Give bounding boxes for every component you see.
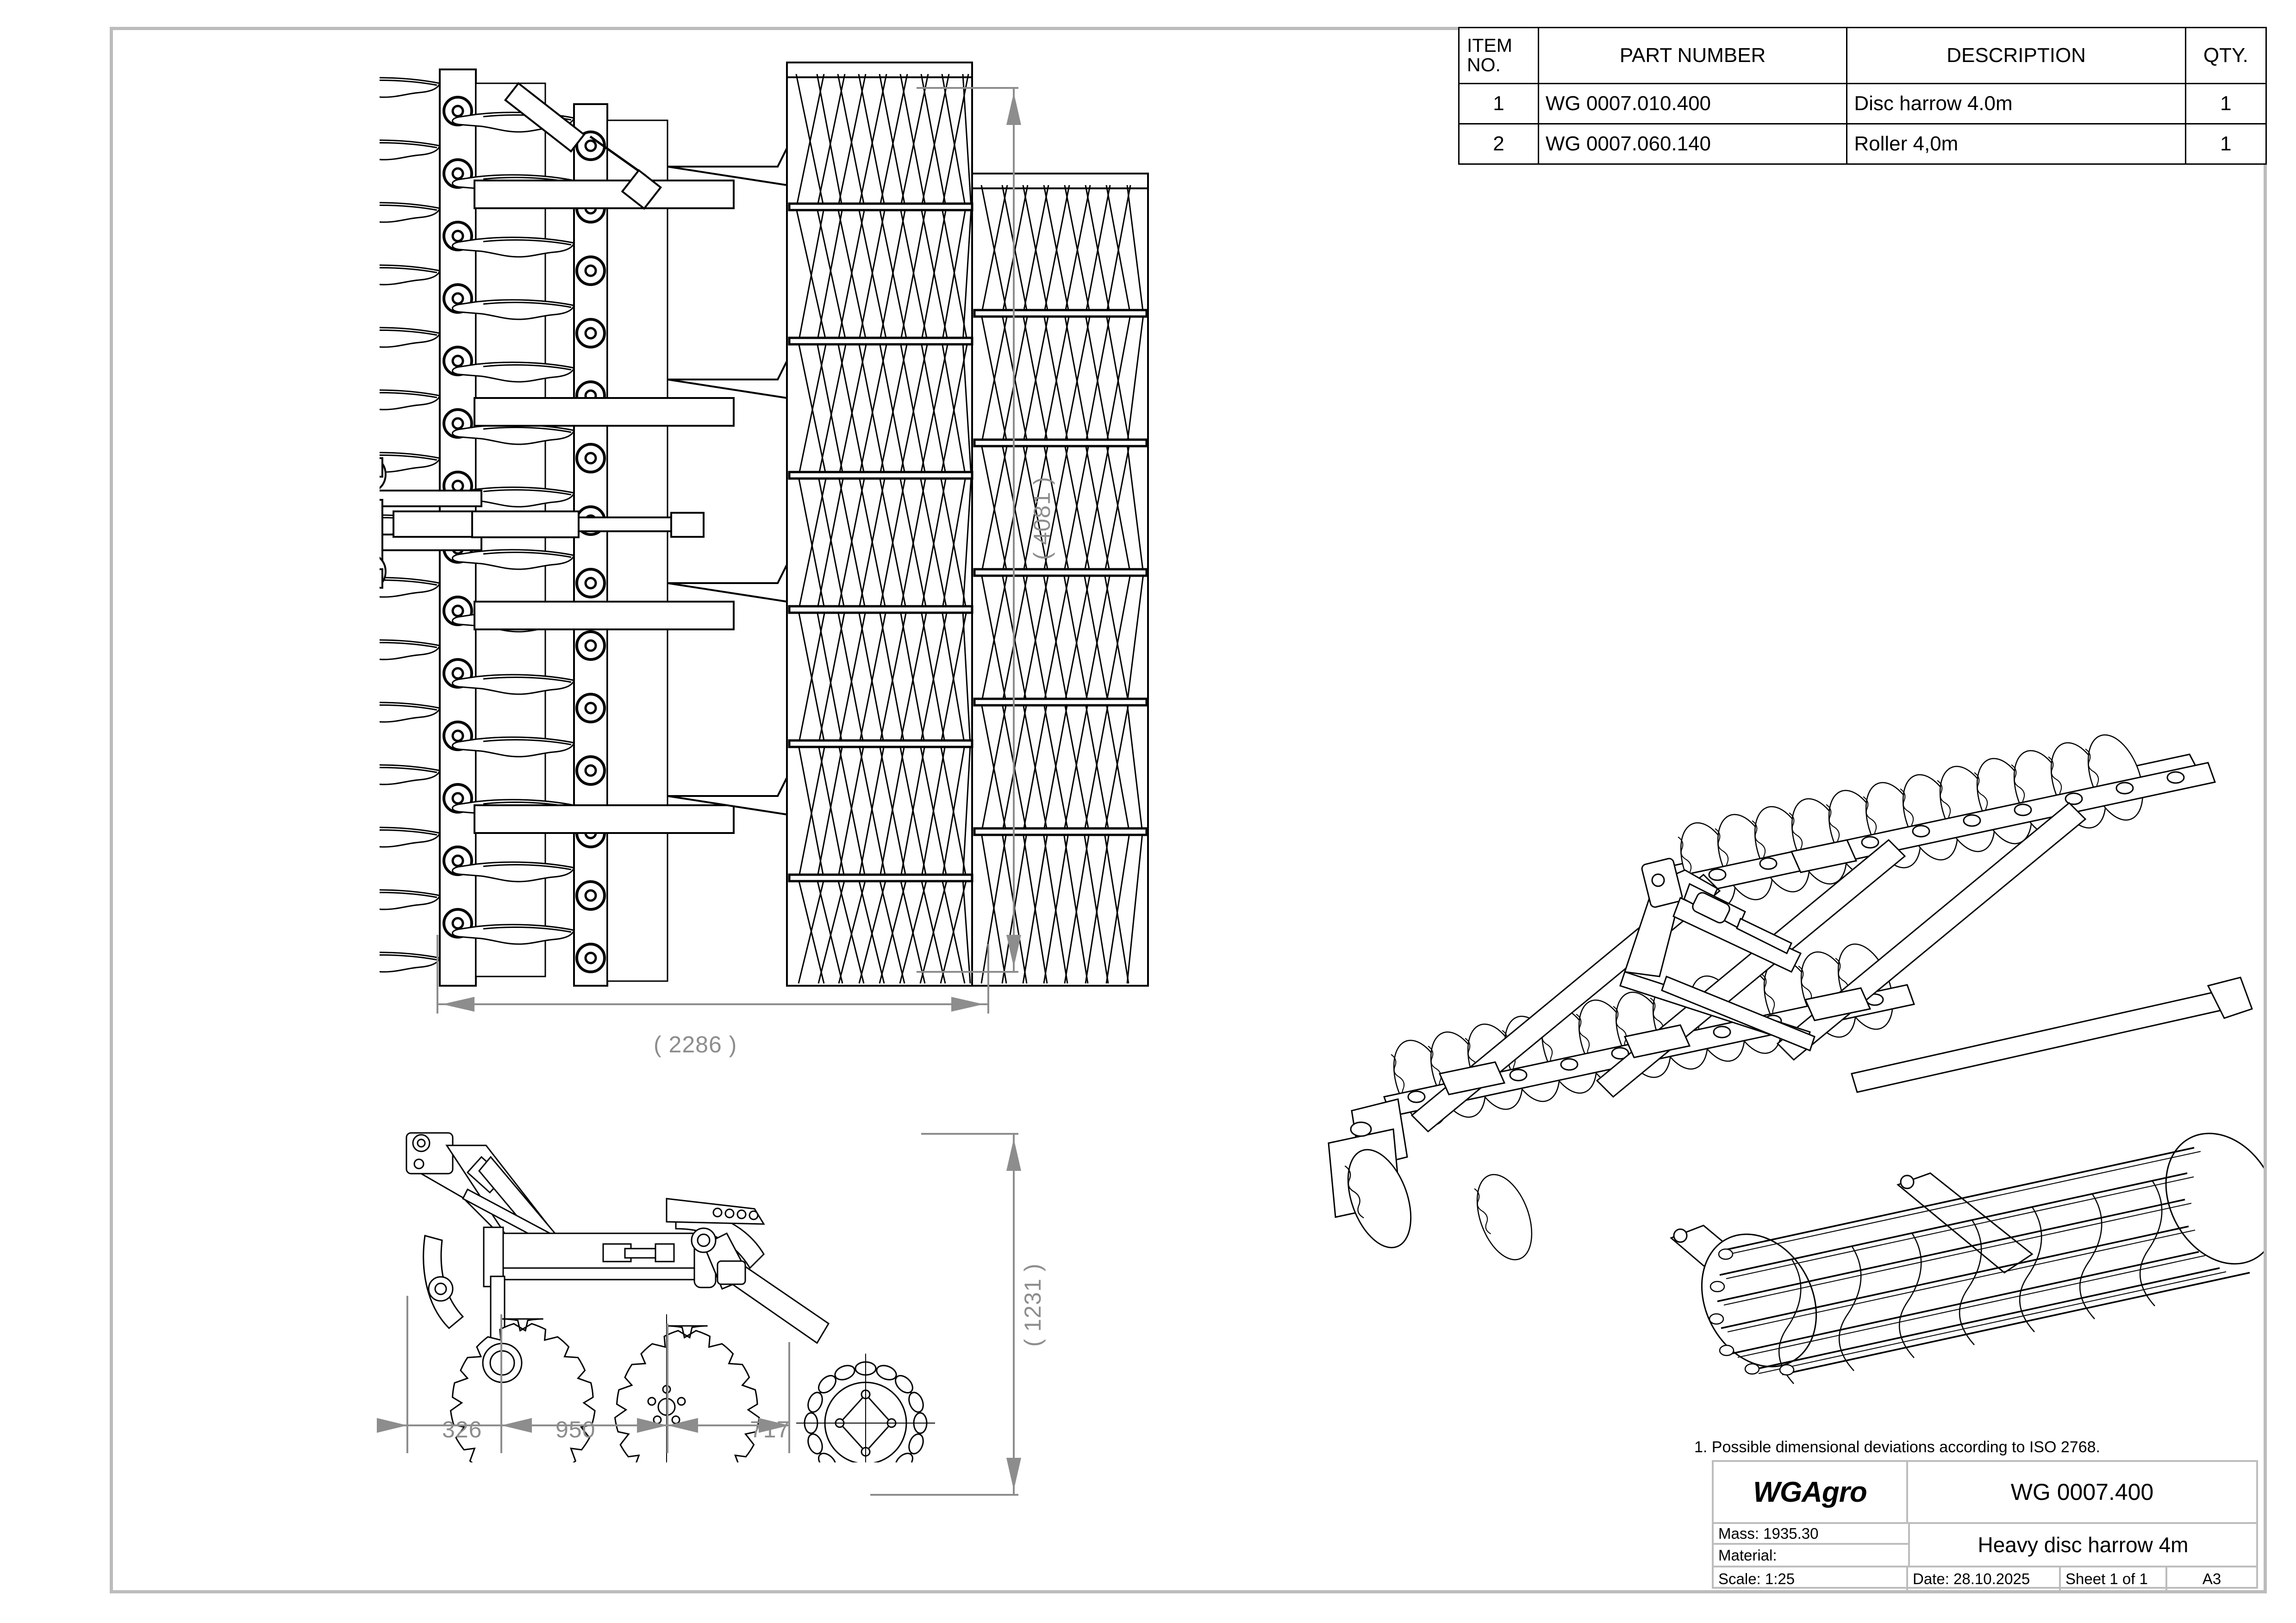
hydraulic-cylinder-center — [471, 510, 705, 538]
properties-column: Mass: 1935.30 Material: — [1714, 1524, 1910, 1566]
hydraulic-cylinder-upper — [504, 82, 662, 210]
rear-disc-gang-3d — [1651, 727, 2216, 916]
table-row: 1 WG 0007.010.400 Disc harrow 4.0m 1 — [1458, 83, 2267, 124]
column-header-qty: QTY. — [2184, 27, 2267, 84]
roller-arms — [667, 148, 788, 816]
table-row: 2 WG 0007.060.140 Roller 4,0m 1 — [1458, 123, 2267, 165]
dimension-950: 950 — [555, 1417, 596, 1443]
column-header-part-number: PART NUMBER — [1537, 27, 1848, 84]
title-block-row-meta: Scale: 1:25 Date: 28.10.2025 Sheet 1 of … — [1714, 1567, 2256, 1591]
roller-assembly — [786, 62, 1149, 987]
hitch-3d — [1619, 858, 1816, 1051]
cell-part-number: WG 0007.010.400 — [1537, 83, 1848, 124]
dimension-2286: ( 2286 ) — [654, 1032, 737, 1057]
cell-description: Roller 4,0m — [1846, 123, 2186, 165]
drawing-title: Heavy disc harrow 4m — [1978, 1533, 2189, 1557]
sheet-size: A3 — [2202, 1570, 2221, 1587]
cell-qty: 1 — [2184, 123, 2267, 165]
leveling-bar-3d — [1851, 976, 2253, 1093]
main-frame-tubes — [474, 180, 735, 834]
support-disc-3d — [1335, 1140, 1543, 1268]
dimension-717: 717 — [750, 1417, 790, 1443]
dimension-4081: ( 4081 ) — [1029, 476, 1055, 560]
drawing-number: WG 0007.400 — [2010, 1479, 2154, 1505]
dimension-326: 326 — [442, 1417, 482, 1443]
item-no-line2: NO. — [1467, 54, 1501, 75]
date-value: Date: 28.10.2025 — [1908, 1567, 2061, 1591]
column-header-item-no: ITEM NO. — [1458, 27, 1539, 84]
front-view — [406, 1132, 935, 1462]
depth-adjust-plate — [666, 1198, 765, 1225]
item-no-line1: ITEM — [1467, 35, 1512, 56]
isometric-view — [1328, 727, 2264, 1384]
general-notes: 1. Possible dimensional deviations accor… — [1694, 1438, 2100, 1456]
roller-cage-3d — [1701, 1132, 2264, 1384]
bill-of-materials-table: ITEM NO. PART NUMBER DESCRIPTION QTY. 1 … — [1458, 27, 2267, 165]
roller-end-view — [796, 1354, 935, 1462]
title-block-row-properties: Mass: 1935.30 Material: Heavy disc harro… — [1714, 1524, 2256, 1567]
column-header-description: DESCRIPTION — [1846, 27, 2186, 84]
cell-description: Disc harrow 4.0m — [1846, 83, 2186, 124]
cell-item-no: 2 — [1458, 123, 1539, 165]
hitch-assembly — [380, 457, 482, 589]
cell-part-number: WG 0007.060.140 — [1537, 123, 1848, 165]
table-header-row: ITEM NO. PART NUMBER DESCRIPTION QTY. — [1458, 27, 2267, 84]
sheet-number: Sheet 1 of 1 — [2061, 1567, 2167, 1591]
top-view — [380, 62, 1149, 987]
cell-qty: 1 — [2184, 83, 2267, 124]
cell-item-no: 1 — [1458, 83, 1539, 124]
dimension-1231: ( 1231 ) — [1020, 1263, 1046, 1347]
roller-arm — [675, 1209, 830, 1344]
title-block: WGAgro WG 0007.400 Mass: 1935.30 Materia… — [1712, 1460, 2258, 1591]
material-value: Material: — [1718, 1546, 1777, 1564]
mass-value: Mass: 1935.30 — [1714, 1524, 1908, 1545]
scale-value: Scale: 1:25 — [1714, 1567, 1908, 1591]
title-block-row-identity: WGAgro WG 0007.400 — [1714, 1462, 2256, 1524]
top-view-dimensions — [437, 87, 1021, 1014]
company-logo: WGAgro — [1714, 1462, 1908, 1522]
front-view-dimensions — [377, 1133, 1021, 1496]
